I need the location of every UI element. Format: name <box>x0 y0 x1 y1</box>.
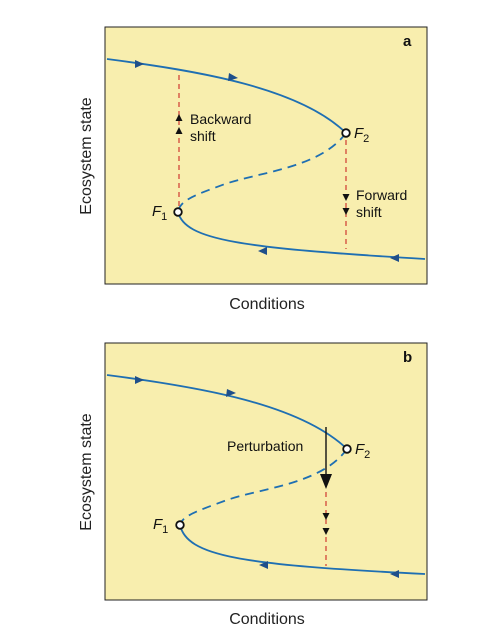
panel-a-f1-label: F1 <box>152 203 167 223</box>
panel-a-frame <box>104 26 428 285</box>
panel-a-upper-flow-arrow-1 <box>135 60 144 68</box>
panel-b-perturbation-arrowhead <box>320 474 332 489</box>
panel-b-point-f2 <box>342 444 352 454</box>
panel-a: a Backward shift Forward shift F1 <box>78 26 428 313</box>
panel-b-ylabel: Ecosystem state <box>78 413 95 530</box>
panel-b-perturbation-label: Perturbation <box>227 438 303 454</box>
panel-a-backward-arrow-2 <box>175 127 183 134</box>
panel-b-f1-label: F1 <box>153 516 168 536</box>
panel-b-return-arrow-2 <box>322 528 330 535</box>
panel-b-upper-flow-arrow-2 <box>226 389 236 397</box>
panel-b-upper-flow-arrow-1 <box>135 376 144 384</box>
panel-b-point-f1 <box>175 520 185 530</box>
panel-a-f2-label: F2 <box>354 125 369 145</box>
panel-a-backward-shift-label: Backward shift <box>190 111 255 144</box>
panel-b-lower-flow-arrow-2 <box>390 570 399 578</box>
panel-a-ylabel: Ecosystem state <box>78 97 95 214</box>
panel-a-forward-arrow-1 <box>342 194 350 201</box>
panel-b-lower-flow-arrow-1 <box>259 561 268 569</box>
panel-b: b Perturbation F1 F2 Ecosystem state Con… <box>78 342 428 628</box>
panel-b-f2-label: F2 <box>355 441 370 461</box>
panel-a-forward-arrow-2 <box>342 208 350 215</box>
panel-a-forward-shift-label: Forward shift <box>356 187 411 220</box>
panel-b-xlabel: Conditions <box>229 611 305 628</box>
panel-b-unstable-branch <box>179 448 348 526</box>
panel-a-upper-flow-arrow-2 <box>228 73 238 81</box>
panel-a-backward-shift-line1: Backward <box>190 111 251 127</box>
panel-b-letter: b <box>403 349 412 366</box>
panel-b-frame <box>104 342 428 601</box>
panel-a-lower-flow-arrow-2 <box>390 254 399 262</box>
panel-a-backward-shift-line2: shift <box>190 128 216 144</box>
panel-a-lower-flow-arrow-1 <box>258 247 267 255</box>
panel-a-backward-arrow-1 <box>175 114 183 121</box>
panel-a-unstable-branch <box>177 132 347 213</box>
panel-a-xlabel: Conditions <box>229 296 305 313</box>
panel-b-return-arrow-1 <box>322 513 330 520</box>
panel-a-point-f1 <box>173 207 183 217</box>
panel-a-lower-stable-branch <box>177 211 426 260</box>
panel-a-forward-shift-line1: Forward <box>356 187 407 203</box>
panel-b-lower-stable-branch <box>179 524 426 575</box>
panel-a-forward-shift-line2: shift <box>356 204 382 220</box>
panel-a-letter: a <box>403 33 412 50</box>
panel-a-point-f2 <box>341 128 351 138</box>
